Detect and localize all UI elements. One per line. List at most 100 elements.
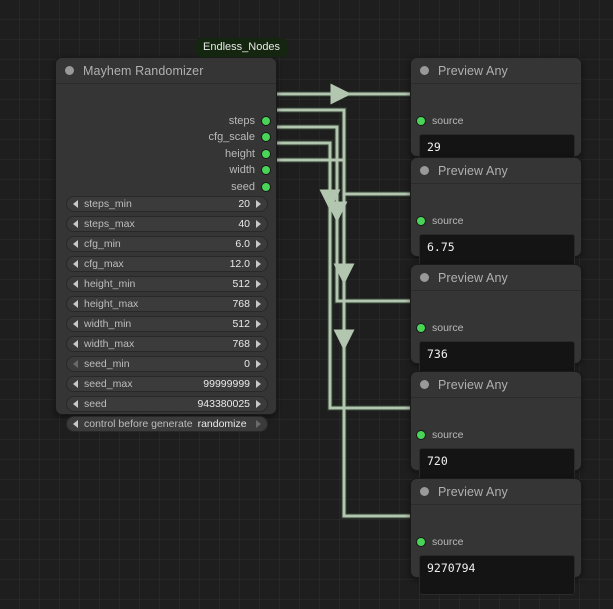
- node-title-bar[interactable]: Mayhem Randomizer: [56, 58, 276, 84]
- widget-width_max[interactable]: width_max 768: [66, 336, 268, 352]
- chevron-left-icon[interactable]: [73, 380, 78, 388]
- chevron-left-icon[interactable]: [73, 340, 78, 348]
- input-slot-source[interactable]: source: [411, 535, 464, 549]
- circle-dot-icon[interactable]: [420, 166, 429, 175]
- widget-label: width_max: [84, 338, 135, 350]
- chevron-left-icon[interactable]: [73, 220, 78, 228]
- node-title-label: Preview Any: [438, 484, 508, 499]
- node-title-bar[interactable]: Preview Any: [411, 479, 581, 505]
- chevron-right-icon[interactable]: [256, 220, 261, 228]
- slot-dot-icon[interactable]: [262, 117, 270, 125]
- widget-label: height_min: [84, 278, 136, 290]
- slot-dot-icon[interactable]: [417, 324, 425, 332]
- widget-cfg_max[interactable]: cfg_max 12.0: [66, 256, 268, 272]
- chevron-right-icon[interactable]: [256, 260, 261, 268]
- output-slot-label: cfg_scale: [208, 131, 255, 143]
- node-preview-any-5[interactable]: Preview Any source 9270794: [410, 478, 582, 595]
- widget-steps_min[interactable]: steps_min 20: [66, 196, 268, 212]
- widget-value[interactable]: 943380025: [197, 398, 250, 410]
- chevron-right-icon[interactable]: [256, 300, 261, 308]
- output-slot-seed[interactable]: seed: [231, 180, 276, 194]
- node-mayhem-randomizer[interactable]: Mayhem Randomizer steps cfg_scale height…: [55, 57, 277, 432]
- widget-seed[interactable]: seed 943380025: [66, 396, 268, 412]
- widget-value[interactable]: randomize: [197, 418, 247, 430]
- widget-value[interactable]: 768: [232, 298, 250, 310]
- widget-steps_max[interactable]: steps_max 40: [66, 216, 268, 232]
- chevron-left-icon[interactable]: [73, 300, 78, 308]
- chevron-right-icon[interactable]: [256, 320, 261, 328]
- widget-seed_min[interactable]: seed_min 0: [66, 356, 268, 372]
- widget-label: steps_min: [84, 198, 132, 210]
- chevron-right-icon[interactable]: [256, 400, 261, 408]
- slot-dot-icon[interactable]: [262, 183, 270, 191]
- chevron-right-icon[interactable]: [256, 200, 261, 208]
- chevron-right-icon[interactable]: [256, 280, 261, 288]
- node-preview-any-4[interactable]: Preview Any source 720: [410, 371, 582, 488]
- node-title-bar[interactable]: Preview Any: [411, 58, 581, 84]
- node-preview-any-3[interactable]: Preview Any source 736: [410, 264, 582, 381]
- widget-label: height_max: [84, 298, 139, 310]
- chevron-left-icon[interactable]: [73, 360, 78, 368]
- node-title-bar[interactable]: Preview Any: [411, 158, 581, 184]
- widget-value[interactable]: 512: [232, 318, 250, 330]
- input-slot-source[interactable]: source: [411, 428, 464, 442]
- chevron-left-icon[interactable]: [73, 280, 78, 288]
- chevron-right-icon[interactable]: [256, 380, 261, 388]
- slot-dot-icon[interactable]: [417, 538, 425, 546]
- input-slot-source[interactable]: source: [411, 114, 464, 128]
- widget-value[interactable]: 512: [232, 278, 250, 290]
- circle-dot-icon[interactable]: [420, 273, 429, 282]
- chevron-right-icon[interactable]: [255, 420, 261, 428]
- input-slot-source[interactable]: source: [411, 321, 464, 335]
- chevron-left-icon[interactable]: [73, 200, 78, 208]
- chevron-left-icon[interactable]: [73, 400, 78, 408]
- chevron-left-icon[interactable]: [73, 320, 78, 328]
- widget-value[interactable]: 99999999: [203, 378, 250, 390]
- chevron-right-icon[interactable]: [256, 240, 261, 248]
- input-slot-label: source: [432, 215, 464, 227]
- output-slot-cfg_scale[interactable]: cfg_scale: [209, 130, 276, 144]
- slot-dot-icon[interactable]: [262, 133, 270, 141]
- widget-value[interactable]: 0: [244, 358, 250, 370]
- node-preview-any-2[interactable]: Preview Any source 6.75: [410, 157, 582, 274]
- widget-cfg_min[interactable]: cfg_min 6.0: [66, 236, 268, 252]
- node-preview-any-1[interactable]: Preview Any source 29: [410, 57, 582, 174]
- widget-value[interactable]: 768: [232, 338, 250, 350]
- chevron-right-icon[interactable]: [256, 340, 261, 348]
- circle-dot-icon[interactable]: [420, 487, 429, 496]
- chevron-left-icon[interactable]: [73, 420, 78, 428]
- slot-dot-icon[interactable]: [417, 217, 425, 225]
- widget-height_min[interactable]: height_min 512: [66, 276, 268, 292]
- input-slot-label: source: [432, 536, 464, 548]
- slot-dot-icon[interactable]: [262, 150, 270, 158]
- chevron-left-icon[interactable]: [73, 260, 78, 268]
- circle-dot-icon[interactable]: [65, 66, 74, 75]
- output-slot-width[interactable]: width: [229, 163, 276, 177]
- circle-dot-icon[interactable]: [420, 380, 429, 389]
- circle-dot-icon[interactable]: [420, 66, 429, 75]
- chevron-left-icon[interactable]: [73, 240, 78, 248]
- widget-value[interactable]: 6.0: [235, 238, 250, 250]
- slot-dot-icon[interactable]: [262, 166, 270, 174]
- node-title-bar[interactable]: Preview Any: [411, 372, 581, 398]
- input-slot-source[interactable]: source: [411, 214, 464, 228]
- node-group-badge[interactable]: Endless_Nodes: [196, 38, 288, 57]
- output-slot-height[interactable]: height: [225, 147, 276, 161]
- output-slot-label: height: [225, 148, 255, 160]
- output-slot-steps[interactable]: steps: [229, 114, 276, 128]
- widget-seed_max[interactable]: seed_max 99999999: [66, 376, 268, 392]
- widget-height_max[interactable]: height_max 768: [66, 296, 268, 312]
- widget-width_min[interactable]: width_min 512: [66, 316, 268, 332]
- slot-dot-icon[interactable]: [417, 117, 425, 125]
- widget-control-before-generate[interactable]: control before generate randomize: [66, 416, 268, 432]
- widget-value[interactable]: 12.0: [229, 258, 250, 270]
- widget-label: steps_max: [84, 218, 135, 230]
- widget-value[interactable]: 40: [238, 218, 250, 230]
- preview-value-box: 9270794: [419, 555, 575, 595]
- input-slot-label: source: [432, 429, 464, 441]
- slot-dot-icon[interactable]: [417, 431, 425, 439]
- widget-value[interactable]: 20: [238, 198, 250, 210]
- node-title-bar[interactable]: Preview Any: [411, 265, 581, 291]
- chevron-right-icon[interactable]: [256, 360, 261, 368]
